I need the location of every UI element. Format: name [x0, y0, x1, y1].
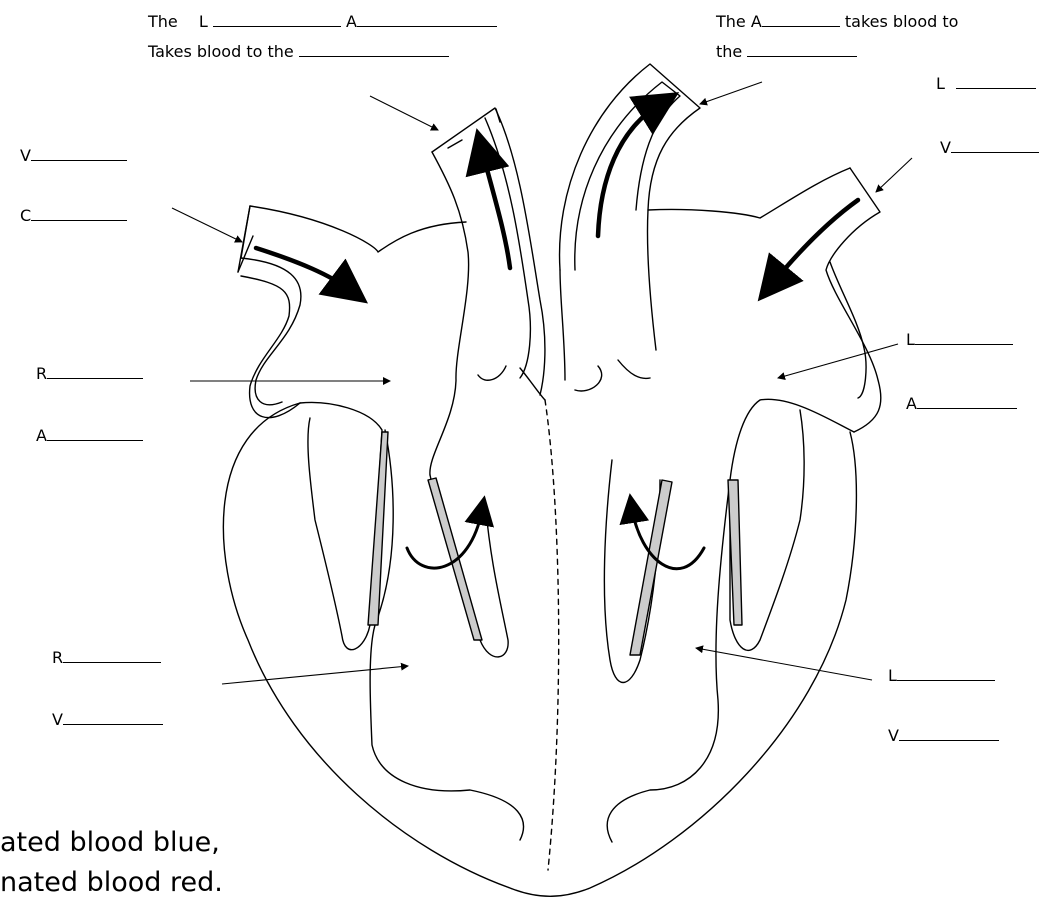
- pointer-pulmonary-vein: [876, 158, 912, 192]
- header-left-line2: Takes blood to the: [148, 42, 449, 62]
- blood-flow-arrows: [256, 104, 858, 290]
- blank-header-organ[interactable]: [747, 42, 857, 57]
- vena-cava-outer: [238, 206, 466, 272]
- header-right-line2: the: [716, 42, 857, 62]
- pointer-left-ventricle: [696, 648, 872, 680]
- flow-arrow-pulmonary-vein: [772, 200, 858, 284]
- aortic-valve: [575, 360, 650, 391]
- instruction-line-2: nated blood red.: [0, 866, 223, 900]
- pointer-pulmonary-artery: [370, 96, 438, 130]
- label-v-ventricle-right: V: [888, 726, 999, 746]
- header-right-line1: The A takes blood to: [716, 12, 958, 32]
- pulmonary-valve: [478, 366, 545, 400]
- flow-arrow-aorta: [598, 104, 660, 236]
- left-atrium-wall: [730, 399, 854, 650]
- pulmonary-artery: [432, 108, 545, 395]
- flow-arrow-pulmonary-artery: [482, 150, 510, 268]
- label-r-atrium: R: [36, 364, 143, 384]
- blank-header-l[interactable]: [213, 12, 341, 27]
- pointer-vena-cava: [172, 208, 242, 242]
- septum: [545, 400, 559, 870]
- header-left-line1: The L A: [148, 12, 497, 32]
- label-v-ventricle: V: [52, 710, 163, 730]
- label-v-top-left: V: [20, 146, 127, 166]
- label-l-top-right: L: [936, 74, 1036, 94]
- heart-outer-wall: [223, 403, 856, 896]
- label-r-ventricle: R: [52, 648, 161, 668]
- label-l-atrium: L: [906, 330, 1013, 350]
- label-l-ventricle: L: [888, 666, 995, 686]
- instruction-line-1: ated blood blue,: [0, 826, 220, 860]
- label-a-atrium-right: A: [906, 394, 1017, 414]
- tricuspid-valve: [368, 432, 388, 625]
- pointer-left-atrium: [778, 344, 898, 378]
- pointer-aorta: [700, 82, 762, 104]
- blank-header-destination[interactable]: [299, 42, 449, 57]
- label-a-atrium: A: [36, 426, 143, 446]
- flow-arrow-left-ventricle: [632, 508, 704, 569]
- pulmonary-vein: [826, 168, 881, 432]
- blank-header-a[interactable]: [357, 12, 497, 27]
- pointer-right-ventricle: [222, 666, 408, 684]
- label-v-top-right: V: [940, 138, 1039, 158]
- blank-header-artery[interactable]: [762, 12, 840, 27]
- vena-cava-inner: [241, 258, 301, 405]
- label-c-top-left: C: [20, 206, 127, 226]
